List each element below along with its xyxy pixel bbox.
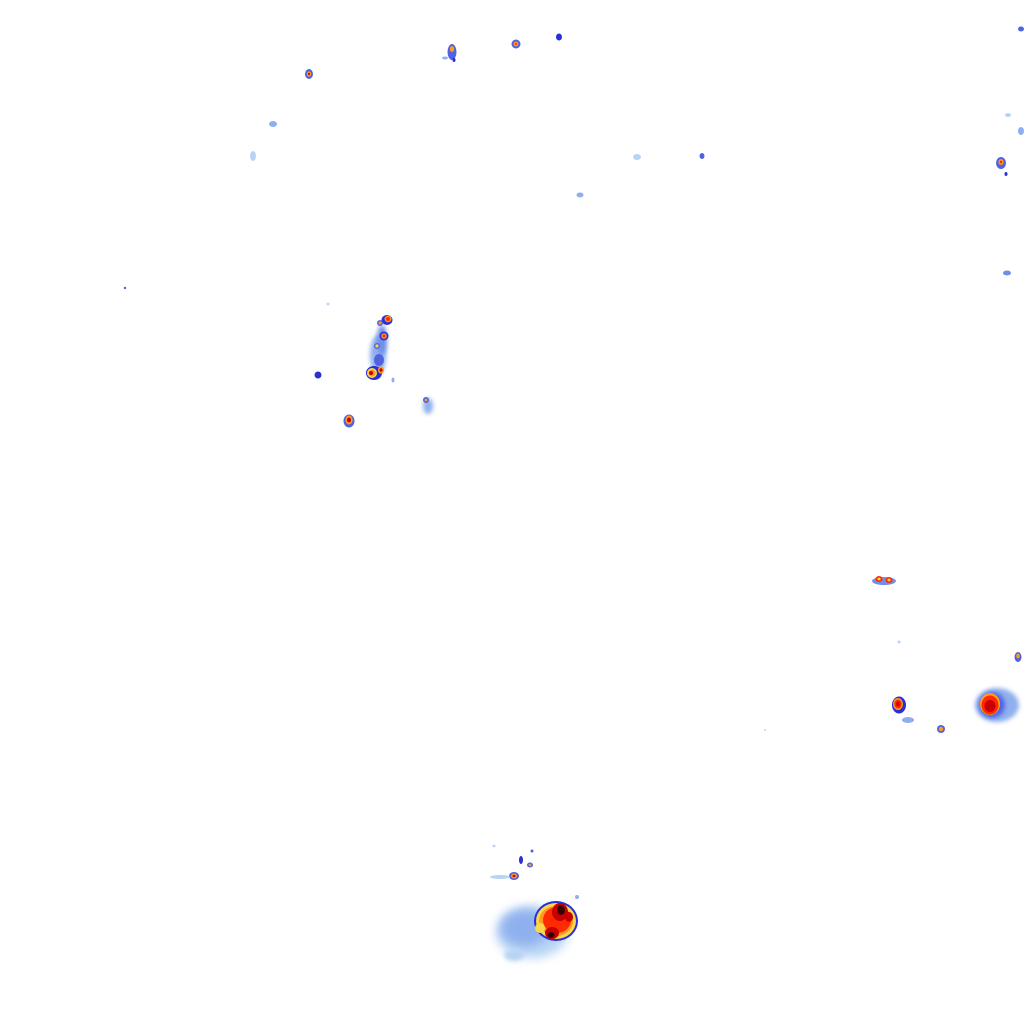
echo-cell: [633, 154, 641, 160]
echo-cell: [492, 844, 496, 848]
echo-cluster-right-middle: [764, 576, 1022, 733]
echo-cell: [764, 729, 766, 731]
echo-cell: [449, 46, 455, 52]
echo-cell: [382, 334, 386, 338]
echo-cell: [391, 377, 395, 383]
echo-cell: [452, 58, 456, 62]
echo-cell: [512, 874, 516, 878]
echo-cell: [369, 371, 373, 375]
echo-cell: [386, 317, 390, 321]
echo-cell: [999, 160, 1003, 164]
echo-cell: [699, 153, 705, 159]
echo-cell: [557, 905, 565, 915]
echo-cell: [1018, 127, 1024, 135]
echo-cluster-top: [123, 26, 1024, 290]
echo-cell: [519, 856, 523, 864]
echo-cell: [515, 43, 517, 45]
echo-cell: [347, 417, 351, 423]
echo-cell: [896, 701, 900, 707]
echo-cell: [1004, 172, 1008, 176]
echo-cell: [575, 895, 579, 899]
echo-cell: [1016, 653, 1020, 659]
echo-cell: [872, 577, 896, 585]
echo-cell: [442, 56, 448, 60]
echo-cluster-right-top: [996, 113, 1024, 276]
echo-cell: [269, 121, 277, 127]
echo-cell: [378, 321, 382, 325]
echo-cell: [576, 192, 584, 198]
echo-cell: [547, 932, 555, 938]
echo-cell: [938, 726, 944, 732]
echo-cell: [374, 354, 384, 366]
echo-cell: [902, 717, 914, 723]
echo-cell: [379, 368, 383, 372]
echo-cell: [314, 371, 322, 379]
echo-cell: [897, 640, 901, 644]
echo-cell: [1018, 26, 1024, 32]
echo-cell: [530, 849, 534, 853]
echo-cell: [528, 863, 532, 867]
echo-cell: [565, 912, 573, 922]
echo-cell: [556, 33, 562, 41]
echo-cell: [490, 875, 510, 879]
echo-cell: [504, 949, 524, 961]
echo-cell: [308, 72, 310, 76]
echo-cell: [535, 923, 545, 933]
echo-cell: [984, 700, 996, 712]
echo-cell: [250, 151, 256, 161]
echo-cluster-bottom-storm: [490, 844, 579, 961]
echo-cell: [1005, 113, 1011, 117]
echo-cell: [375, 344, 379, 348]
echo-cell: [123, 286, 127, 290]
echo-cluster-middle-left: [314, 302, 433, 428]
echo-cell: [424, 398, 428, 402]
echo-cell: [887, 578, 891, 582]
echo-cell: [1003, 270, 1011, 276]
echo-cell: [877, 577, 881, 581]
echo-cell: [326, 302, 330, 306]
